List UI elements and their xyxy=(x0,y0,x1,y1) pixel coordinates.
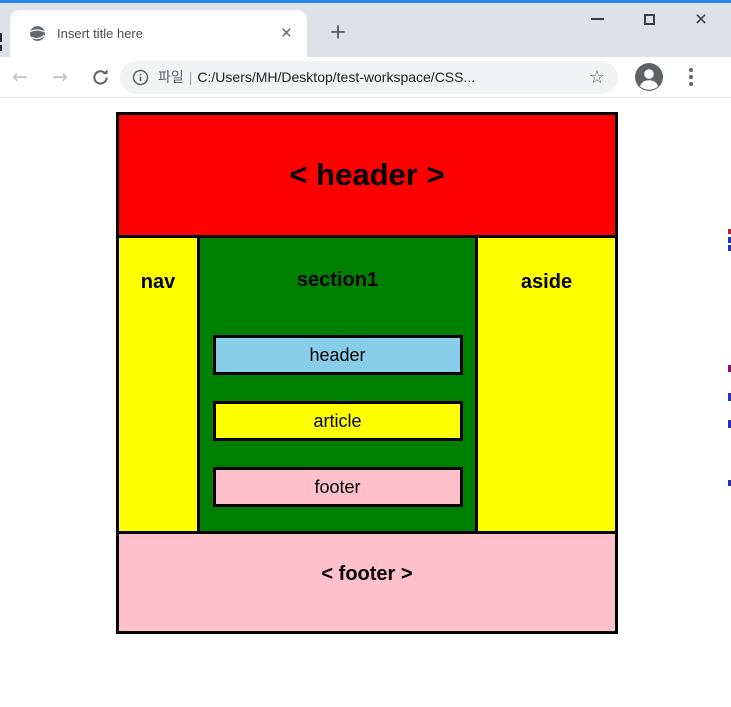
maximize-button[interactable] xyxy=(623,2,675,36)
inner-header-box: header xyxy=(212,335,463,375)
forward-button[interactable]: → xyxy=(52,66,68,88)
new-tab-button[interactable]: + xyxy=(330,16,346,47)
tab-title: Insert title here xyxy=(57,26,143,41)
reload-button[interactable] xyxy=(80,68,120,87)
edge-pixel-mark xyxy=(728,480,731,486)
info-icon[interactable] xyxy=(132,69,149,86)
edge-pixel-mark xyxy=(728,229,731,234)
kebab-menu-icon[interactable] xyxy=(681,68,701,86)
page-viewport: < header > nav section1 header article f… xyxy=(0,98,731,707)
edge-pixel-mark xyxy=(0,33,2,42)
minimize-button[interactable] xyxy=(571,2,623,36)
back-button[interactable]: ← xyxy=(12,66,28,88)
url-separator: | xyxy=(188,69,193,85)
edge-pixel-mark xyxy=(728,420,731,428)
edge-pixel-mark xyxy=(0,45,2,51)
titlebar: Insert title here × + × xyxy=(0,0,731,57)
page-footer-box: < footer > xyxy=(116,531,618,634)
profile-avatar-icon[interactable] xyxy=(634,62,664,92)
inner-footer-box: footer xyxy=(212,467,463,507)
url-path: C:/Users/MH/Desktop/test-workspace/CSS..… xyxy=(197,69,476,85)
edge-pixel-mark xyxy=(728,237,731,243)
page-header-box: < header > xyxy=(116,112,618,238)
middle-row: nav section1 header article footer aside xyxy=(116,238,618,531)
url-text[interactable]: 파일|C:/Users/MH/Desktop/test-workspace/CS… xyxy=(158,67,589,87)
aside-box: aside xyxy=(478,238,618,531)
edge-pixel-mark xyxy=(728,393,731,401)
window-accent-strip xyxy=(0,0,731,3)
close-button[interactable]: × xyxy=(694,7,708,31)
globe-favicon-icon xyxy=(29,25,46,42)
browser-toolbar: ← → 파일|C:/Users/MH/Desktop/test-workspac… xyxy=(0,57,731,98)
address-bar[interactable]: 파일|C:/Users/MH/Desktop/test-workspace/CS… xyxy=(120,60,618,94)
inner-article-box: article xyxy=(212,401,463,441)
edge-pixel-mark xyxy=(728,245,731,251)
section1-box: section1 header article footer xyxy=(197,238,478,531)
css-layout-demo: < header > nav section1 header article f… xyxy=(116,112,618,634)
browser-tab[interactable]: Insert title here × xyxy=(10,10,307,57)
tab-close-icon[interactable]: × xyxy=(280,23,292,44)
edge-pixel-mark xyxy=(728,365,731,372)
window-controls: × xyxy=(571,2,727,36)
nav-box: nav xyxy=(116,238,197,531)
bookmark-star-icon[interactable]: ☆ xyxy=(588,66,605,88)
section1-label: section1 xyxy=(296,269,379,291)
url-scheme-chip: 파일 xyxy=(158,69,184,85)
reload-icon xyxy=(92,68,108,85)
